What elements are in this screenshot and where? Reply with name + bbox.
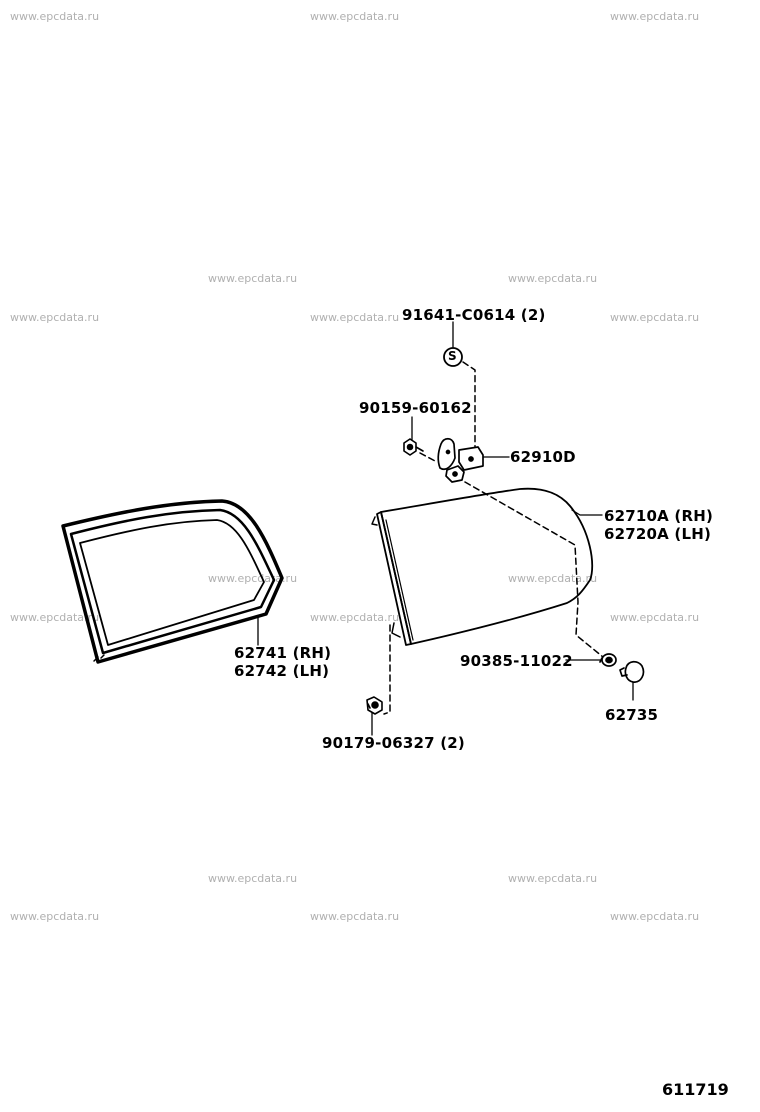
s-symbol-circle [443,347,463,367]
watermark: www.epcdata.ru [610,10,700,23]
part-label-62735[interactable]: 62735 [605,706,659,724]
part-label-91641-C0614[interactable]: 91641-C0614 (2) [402,306,546,324]
part-label-90179-06327[interactable]: 90179-06327 (2) [322,734,465,752]
watermark: www.epcdata.ru [610,311,700,324]
watermark: www.epcdata.ru [310,10,400,23]
dashed-leader-lines [383,361,604,715]
part-label-62910D[interactable]: 62910D [510,448,576,466]
quarter-glass-62710A-62720A [371,487,594,646]
watermark: www.epcdata.ru [10,10,100,23]
part-label-90385-11022[interactable]: 90385-11022 [460,652,573,670]
clip-90385-11022 [599,653,617,667]
watermark: www.epcdata.ru [310,311,400,324]
screw-90159-60162 [403,438,424,456]
watermark: www.epcdata.ru [10,311,100,324]
watermark: www.epcdata.ru [610,611,700,624]
watermark: www.epcdata.ru [208,272,298,285]
nut-90179-06327 [366,696,383,715]
watermark: www.epcdata.ru [610,910,700,923]
part-label-62742[interactable]: 62742 (LH) [234,662,330,680]
watermark: www.epcdata.ru [508,872,598,885]
part-label-62720A[interactable]: 62720A (LH) [604,525,712,543]
watermark: www.epcdata.ru [208,572,298,585]
part-label-62710A[interactable]: 62710A (RH) [604,507,714,525]
part-label-62741[interactable]: 62741 (RH) [234,644,332,662]
leader-lines [257,321,634,736]
watermark: www.epcdata.ru [310,611,400,624]
watermark: www.epcdata.ru [10,611,100,624]
cap-62735 [619,660,645,683]
watermark: www.epcdata.ru [310,910,400,923]
watermark: www.epcdata.ru [208,872,298,885]
watermark: www.epcdata.ru [508,572,598,585]
part-label-90159-60162[interactable]: 90159-60162 [359,399,472,417]
weatherstrip-62741-62742 [61,499,284,664]
watermark: www.epcdata.ru [508,272,598,285]
figure-number: 611719 [662,1080,729,1099]
s-symbol: S [448,349,457,363]
hinge-62910D [437,437,484,483]
watermark: www.epcdata.ru [10,910,100,923]
